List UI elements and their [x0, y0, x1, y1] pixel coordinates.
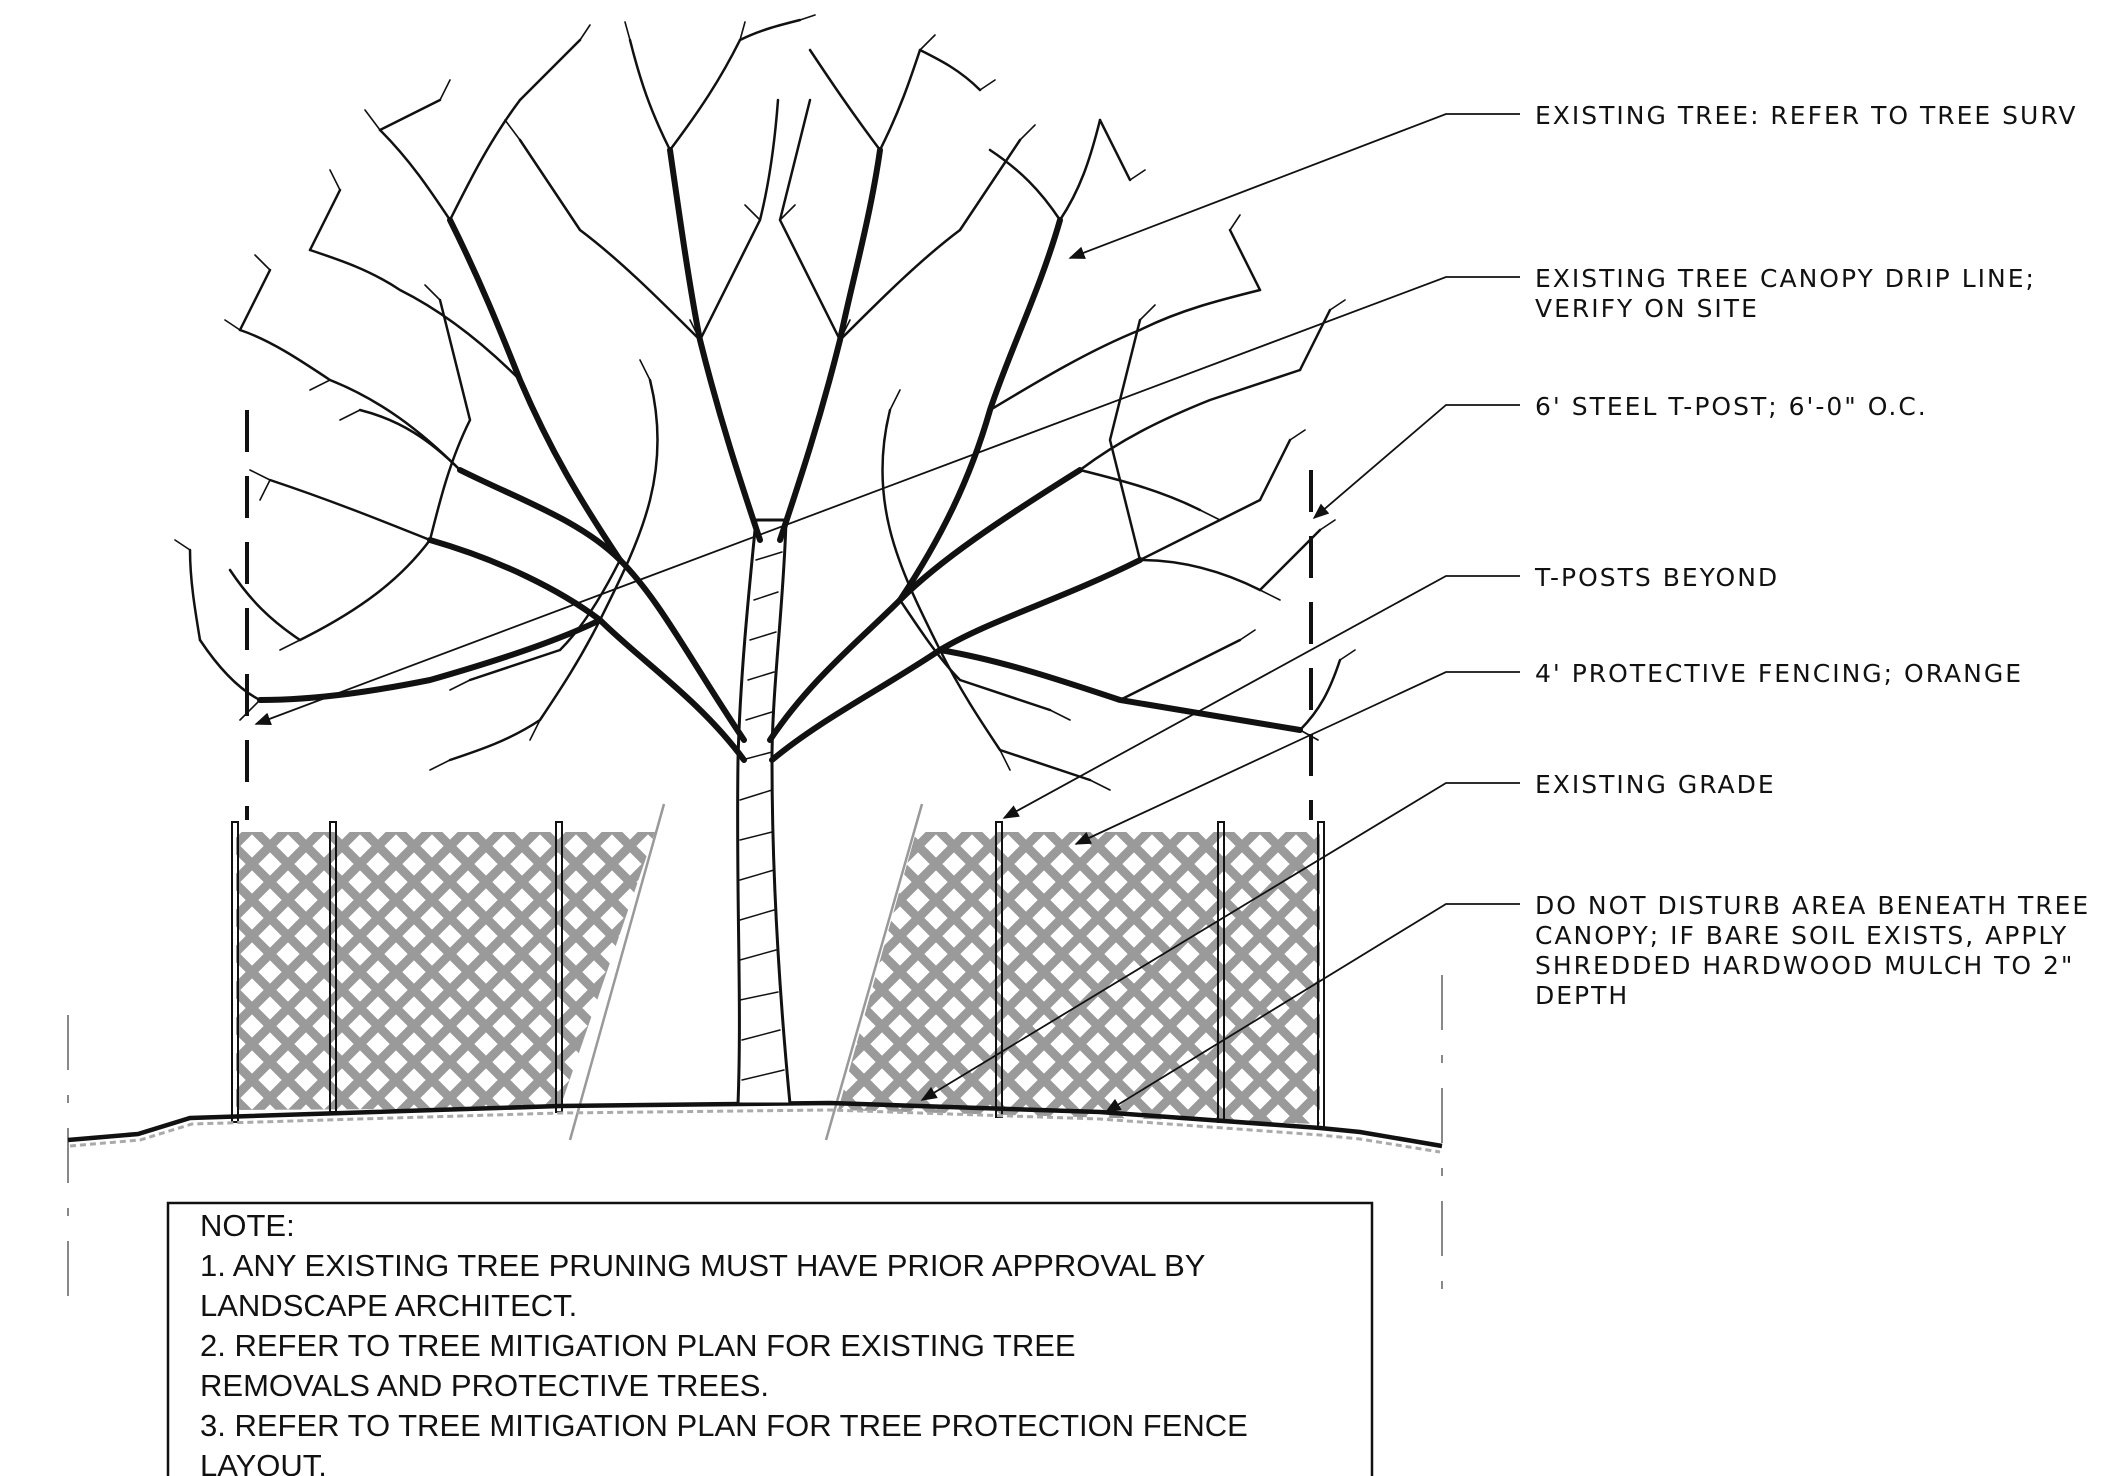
- callout-t-post: 6' STEEL T-POST; 6'-0" O.C.: [1535, 392, 1928, 421]
- leader-lines: [254, 113, 1520, 1113]
- leader-t-post: [1312, 404, 1520, 520]
- outer-centerlines: [67, 975, 1443, 1300]
- notes-box: NOTE: 1. ANY EXISTING TREE PRUNING MUST …: [166, 1201, 1374, 1476]
- existing-grade: [67, 1100, 1443, 1154]
- callout-fencing: 4' PROTECTIVE FENCING; ORANGE: [1535, 659, 2023, 688]
- fence-panel-left: [236, 832, 655, 1110]
- tree-scaffold-limbs: [257, 147, 1303, 763]
- t-post-left: [231, 821, 239, 1123]
- notes-heading: NOTE:: [200, 1208, 295, 1243]
- tree-twigs: [174, 14, 1356, 791]
- fence-break-lines: [568, 803, 924, 1141]
- tree-trunk: [736, 518, 792, 1106]
- existing-tree: [174, 14, 1356, 1106]
- leader-do-not-disturb: [1104, 903, 1520, 1113]
- leader-drip-line: [254, 276, 1520, 725]
- callout-t-posts-beyond: T-POSTS BEYOND: [1534, 563, 1779, 592]
- callout-existing-tree: EXISTING TREE: REFER TO TREE SURV: [1535, 101, 2077, 130]
- leader-t-posts-beyond: [1002, 575, 1520, 819]
- leader-grade: [920, 782, 1520, 1101]
- callout-drip-line: EXISTING TREE CANOPY DRIP LINE; VERIFY O…: [1535, 264, 2046, 323]
- notes-body: 1. ANY EXISTING TREE PRUNING MUST HAVE P…: [200, 1248, 1256, 1476]
- callout-do-not-disturb: DO NOT DISTURB AREA BENEATH TREE CANOPY;…: [1535, 891, 2100, 1010]
- leader-fencing: [1074, 671, 1520, 845]
- trunk-texture: [739, 551, 785, 1081]
- tree-branches: [188, 18, 1342, 782]
- callout-labels: EXISTING TREE: REFER TO TREE SURV EXISTI…: [1534, 101, 2100, 1010]
- leader-existing-tree: [1068, 113, 1520, 259]
- callout-grade: EXISTING GRADE: [1535, 770, 1776, 799]
- notes-frame: [166, 1201, 1374, 1476]
- protective-fencing: [236, 832, 1320, 1124]
- drip-line: [245, 410, 1313, 820]
- t-post-right: [1317, 821, 1325, 1128]
- fence-panel-right: [838, 832, 1320, 1124]
